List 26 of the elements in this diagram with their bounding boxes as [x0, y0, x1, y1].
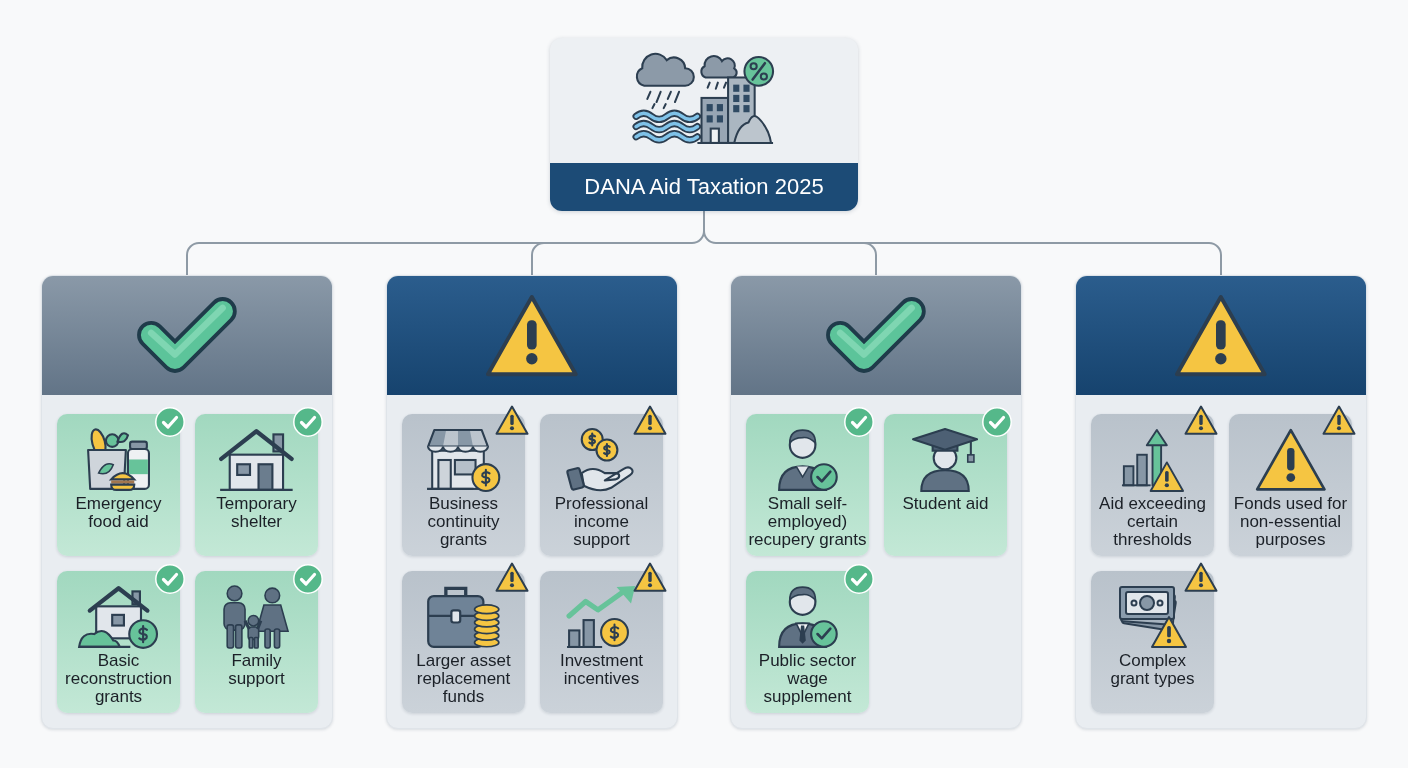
connector-line [1208, 242, 1222, 276]
card-label: Larger asset replacement funds [415, 652, 512, 706]
card-label: Complex grant types [1109, 652, 1196, 688]
connector-line [198, 242, 545, 244]
card-label: Small self-employed) recupery grants [747, 495, 868, 549]
category-panel [41, 275, 333, 729]
category-panel [386, 275, 678, 729]
title-band: DANA Aid Taxation 2025 [550, 163, 858, 211]
card-label: Investment incentives [558, 652, 645, 688]
connector-line [703, 210, 705, 232]
card-label: Professional income support [553, 495, 650, 549]
connector-line [703, 230, 865, 244]
category-panel [1075, 275, 1367, 729]
card-label: Public sector wage supplement [757, 652, 858, 706]
card-label: Emergency food aid [74, 495, 163, 531]
connector-line [863, 242, 1210, 244]
card-label: Aid exceeding certain thresholds [1098, 495, 1207, 549]
card-label: Basic reconstruction grants [64, 652, 173, 706]
card-label: Student aid [902, 495, 989, 513]
card-label: Business continuity grants [426, 495, 501, 549]
category-panel [730, 275, 1022, 729]
card-label: Family support [227, 652, 286, 688]
title-card [550, 38, 858, 211]
connector-line [186, 242, 200, 276]
card-label: Temporary shelter [215, 495, 298, 531]
card-label: Fonds used for non-essential purposes [1232, 495, 1349, 549]
